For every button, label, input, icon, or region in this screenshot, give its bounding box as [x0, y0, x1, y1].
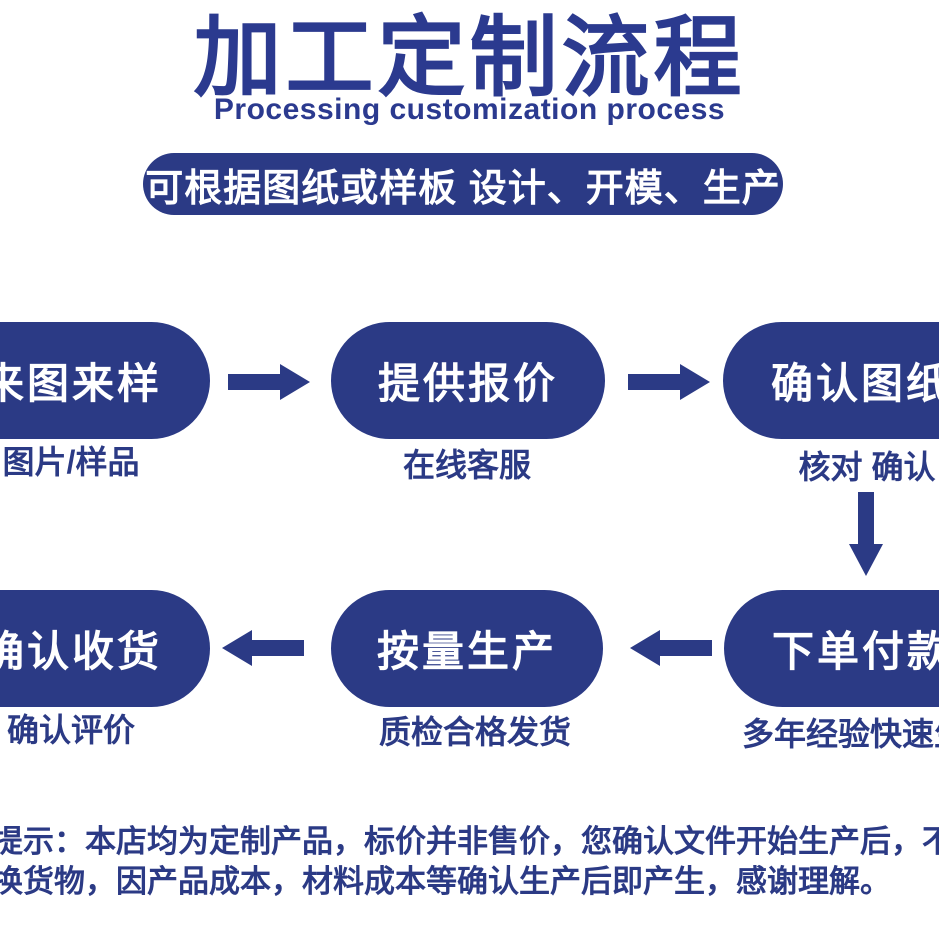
footer-notice: 提示：本店均为定制产品，标价并非售价，您确认文件开始生产后，不 换货物，因产品成… — [0, 822, 939, 902]
step-pill-receive-drawings: 来图来样 — [0, 322, 210, 439]
capability-banner-text: 可根据图纸或样板 设计、开模、生产 — [145, 167, 781, 210]
step-caption: 在线客服 — [402, 447, 531, 483]
step-label: 确认收货 — [0, 628, 162, 675]
step-label: 确认图纸 — [770, 360, 939, 407]
step-caption: 核对 确认 — [798, 449, 936, 485]
step-pill-place-order-pay: 下单付款 — [724, 590, 939, 707]
arrow-right-icon — [228, 364, 310, 400]
step-pill-provide-quote: 提供报价 — [331, 322, 605, 439]
page-subtitle: Processing customization process — [213, 93, 726, 126]
step-pill-confirm-receipt: 确认收货 — [0, 590, 210, 707]
capability-banner: 可根据图纸或样板 设计、开模、生产 — [143, 153, 783, 215]
step-label: 提供报价 — [377, 360, 558, 407]
step-caption: 图片/样品 — [2, 444, 140, 480]
step-caption: 确认评价 — [6, 712, 135, 748]
step-label: 下单付款 — [771, 628, 939, 675]
step-label: 按量生产 — [376, 628, 557, 675]
arrow-left-icon — [222, 630, 304, 666]
arrow-left-icon — [630, 630, 712, 666]
step-pill-confirm-drawing: 确认图纸 — [723, 322, 939, 439]
step-caption: 多年经验快速生产 — [742, 716, 939, 752]
step-caption: 质检合格发货 — [378, 714, 571, 750]
footer-notice-line1: 提示：本店均为定制产品，标价并非售价，您确认文件开始生产后，不 — [0, 824, 939, 859]
step-pill-produce-by-quantity: 按量生产 — [331, 590, 603, 707]
arrow-down-icon — [849, 492, 883, 576]
step-label: 来图来样 — [0, 360, 162, 407]
page-title: 加工定制流程 — [193, 8, 746, 107]
footer-notice-line2: 换货物，因产品成本，材料成本等确认生产后即产生，感谢理解。 — [0, 864, 891, 899]
arrow-right-icon — [628, 364, 710, 400]
